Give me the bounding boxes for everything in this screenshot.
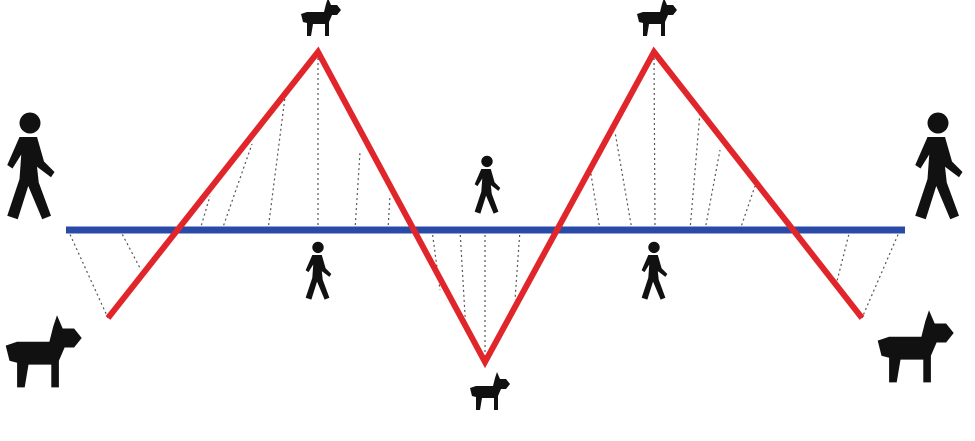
dog-icon [637,0,677,36]
walking-person-icon [305,241,332,300]
leash-line [704,149,721,231]
leash-line [689,111,701,231]
dog-icon [877,310,954,383]
leash-line [514,229,521,301]
walking-person-icon [641,241,668,300]
leash-line [653,51,656,231]
leash-line [614,131,633,231]
dog-icon [301,0,341,36]
leash-line [221,143,253,231]
dog-icon [5,315,82,388]
walking-person-icon [474,155,501,214]
leash-line [589,167,601,231]
leash-line [835,229,851,286]
walking-person-icon [7,112,55,220]
leash-line [459,229,467,333]
walking-person-icon [915,112,963,220]
leash-line [119,229,141,269]
dog-icon [470,372,510,410]
leash-line [861,229,901,319]
dog-path [105,46,865,369]
leash-line [739,185,756,231]
leash-line [67,229,109,319]
leash-line [267,96,286,231]
leash-line [354,151,361,231]
leash-line [199,195,211,231]
leash-line [387,194,391,231]
